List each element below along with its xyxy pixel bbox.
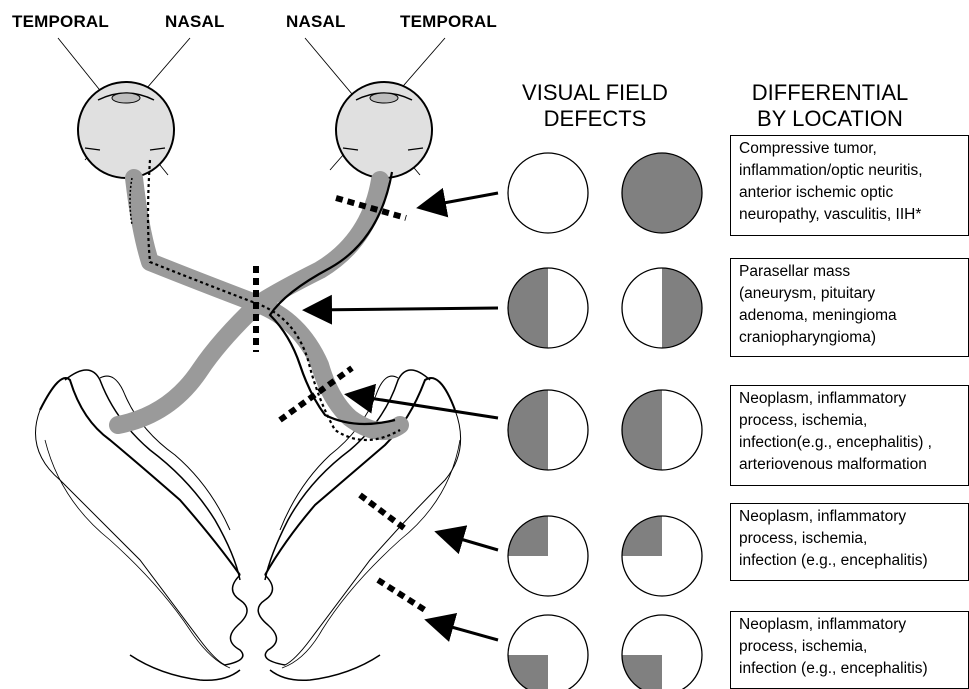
differential-line: craniopharyngioma) — [739, 327, 968, 349]
differential-line: Neoplasm, inflammatory — [739, 388, 968, 410]
arrow-row3 — [350, 395, 498, 418]
differential-line: (aneurysm, pituitary — [739, 283, 968, 305]
differential-line: infection(e.g., encephalitis) , — [739, 432, 968, 454]
differential-box-row1: Compressive tumor,inflammation/optic neu… — [730, 135, 969, 236]
arrow-row5 — [430, 621, 498, 640]
differential-line: process, ischemia, — [739, 528, 968, 550]
differential-line: Neoplasm, inflammatory — [739, 506, 968, 528]
field-circle-left-row4 — [508, 516, 588, 596]
lesion-upper-radiation — [360, 495, 404, 528]
differential-line: anterior ischemic optic — [739, 182, 968, 204]
field-circle-right-row5 — [622, 615, 702, 689]
arrow-row4 — [440, 533, 498, 550]
differential-line: infection (e.g., encephalitis) — [739, 550, 968, 572]
differential-line: process, ischemia, — [739, 410, 968, 432]
field-circle-left-row1 — [508, 153, 588, 233]
field-circle-left-row3 — [508, 390, 588, 470]
arrow-row1 — [422, 193, 498, 207]
differential-line: neuropathy, vasculitis, IIH* — [739, 204, 968, 226]
left-eye — [78, 82, 174, 178]
field-circle-left-row2 — [508, 268, 588, 348]
differential-line: Neoplasm, inflammatory — [739, 614, 968, 636]
field-circle-right-row3 — [622, 390, 702, 470]
differential-line: adenoma, meningioma — [739, 305, 968, 327]
visual-field-circles — [508, 153, 702, 689]
field-circle-right-row2 — [622, 268, 702, 348]
differential-line: inflammation/optic neuritis, — [739, 160, 968, 182]
right-eye — [336, 82, 432, 178]
field-circle-right-row4 — [622, 516, 702, 596]
field-circle-left-row5 — [508, 615, 588, 689]
differential-line: infection (e.g., encephalitis) — [739, 658, 968, 680]
differential-line: arteriovenous malformation — [739, 454, 968, 476]
arrow-row2 — [308, 308, 498, 310]
differential-line: Parasellar mass — [739, 261, 968, 283]
lesion-lower-radiation — [378, 580, 428, 612]
field-circle-right-row1 — [622, 153, 702, 233]
differential-line: Compressive tumor, — [739, 138, 968, 160]
differential-line: process, ischemia, — [739, 636, 968, 658]
